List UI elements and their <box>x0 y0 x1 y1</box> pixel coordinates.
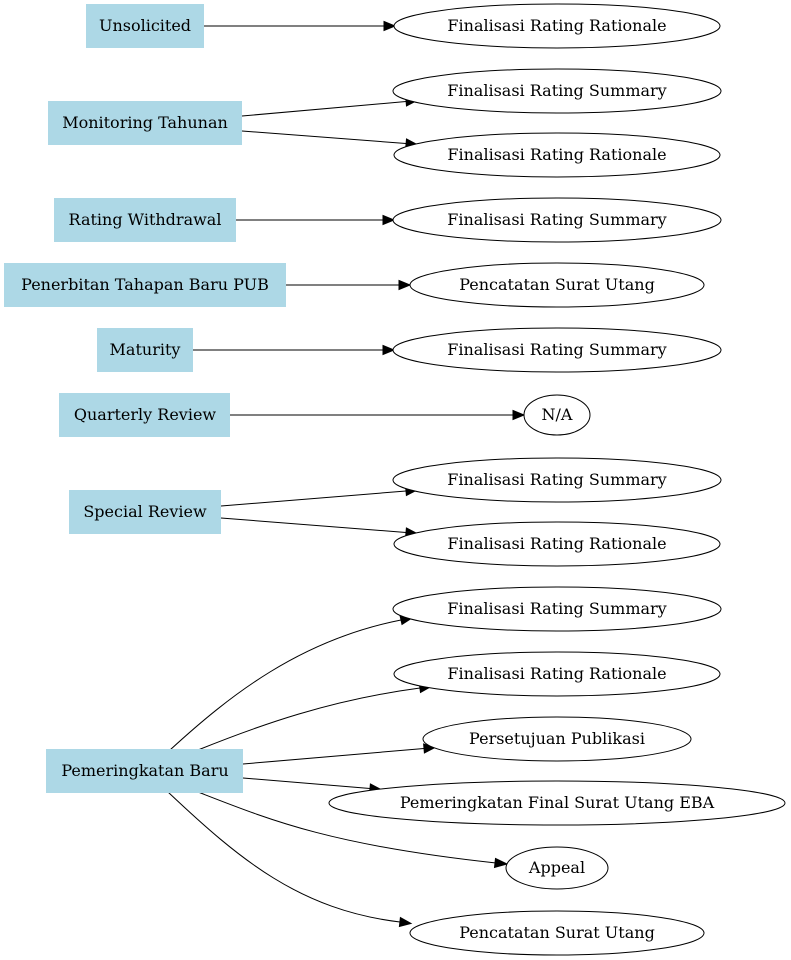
source-nodes: Unsolicited Monitoring Tahunan Rating Wi… <box>4 4 286 793</box>
edge-baru-t14 <box>197 791 497 864</box>
node-label: Pencatatan Surat Utang <box>459 923 655 942</box>
edge-baru-t15 <box>167 791 401 923</box>
node-label: Finalisasi Rating Rationale <box>447 664 666 683</box>
node-label: Finalisasi Rating Summary <box>447 81 666 100</box>
node-t14[interactable]: Appeal <box>505 846 609 890</box>
node-label: Appeal <box>528 858 585 877</box>
node-label: Finalisasi Rating Summary <box>447 340 666 359</box>
arrowhead <box>398 279 412 291</box>
node-t2[interactable]: Finalisasi Rating Summary <box>392 68 722 114</box>
node-t5[interactable]: Pencatatan Surat Utang <box>409 262 705 308</box>
node-label: Monitoring Tahunan <box>62 113 228 132</box>
arrowhead <box>382 214 396 226</box>
node-monitoring-tahunan[interactable]: Monitoring Tahunan <box>48 101 242 145</box>
node-pemeringkatan-baru[interactable]: Pemeringkatan Baru <box>46 749 243 793</box>
node-t11[interactable]: Finalisasi Rating Rationale <box>393 651 721 697</box>
node-label: Pemeringkatan Baru <box>61 761 228 780</box>
node-quarterly-review[interactable]: Quarterly Review <box>59 393 230 437</box>
node-t7[interactable]: N/A <box>523 394 591 436</box>
edge-special-t8 <box>220 490 407 507</box>
arrowhead <box>383 20 397 32</box>
node-label: Pemeringkatan Final Surat Utang EBA <box>400 793 715 812</box>
node-t8[interactable]: Finalisasi Rating Summary <box>392 457 722 503</box>
edge-special-t9 <box>220 517 407 533</box>
node-t13[interactable]: Pemeringkatan Final Surat Utang EBA <box>328 780 786 826</box>
node-label: Quarterly Review <box>74 405 217 424</box>
node-label: Pencatatan Surat Utang <box>459 275 655 294</box>
node-rating-withdrawal[interactable]: Rating Withdrawal <box>54 198 236 242</box>
node-special-review[interactable]: Special Review <box>69 490 221 534</box>
node-label: Special Review <box>83 502 207 521</box>
node-label: Finalisasi Rating Summary <box>447 599 666 618</box>
node-label: Finalisasi Rating Rationale <box>447 145 666 164</box>
edge-monitoring-t2 <box>241 101 407 117</box>
arrowhead <box>493 857 509 869</box>
arrowhead <box>382 344 396 356</box>
node-label: Finalisasi Rating Summary <box>447 210 666 229</box>
node-unsolicited[interactable]: Unsolicited <box>86 4 204 48</box>
node-label: Finalisasi Rating Rationale <box>447 16 666 35</box>
node-label: Unsolicited <box>99 16 191 35</box>
target-nodes: Finalisasi Rating Rationale Finalisasi R… <box>328 3 786 956</box>
node-t6[interactable]: Finalisasi Rating Summary <box>392 327 722 373</box>
node-label: Rating Withdrawal <box>69 210 222 229</box>
node-label: Finalisasi Rating Summary <box>447 470 666 489</box>
node-t4[interactable]: Finalisasi Rating Summary <box>392 197 722 243</box>
node-label: Persetujuan Publikasi <box>469 729 645 748</box>
node-penerbitan-pub[interactable]: Penerbitan Tahapan Baru PUB <box>4 263 286 307</box>
node-maturity[interactable]: Maturity <box>97 328 193 372</box>
edge-baru-t13 <box>242 777 371 789</box>
edge-baru-t12 <box>242 748 425 765</box>
node-t3[interactable]: Finalisasi Rating Rationale <box>393 132 721 178</box>
edge-baru-t11 <box>197 687 421 751</box>
node-t15[interactable]: Pencatatan Surat Utang <box>409 910 705 956</box>
edge-monitoring-t3 <box>241 130 407 144</box>
node-label: Penerbitan Tahapan Baru PUB <box>21 275 269 294</box>
node-label: Maturity <box>110 340 181 359</box>
node-t10[interactable]: Finalisasi Rating Summary <box>392 586 722 632</box>
node-label: N/A <box>542 405 573 424</box>
node-label: Finalisasi Rating Rationale <box>447 534 666 553</box>
node-t9[interactable]: Finalisasi Rating Rationale <box>393 521 721 567</box>
arrowhead <box>512 409 526 421</box>
arrowhead <box>398 916 413 928</box>
node-t1[interactable]: Finalisasi Rating Rationale <box>393 3 721 49</box>
edge-baru-t10 <box>169 619 402 751</box>
node-t12[interactable]: Persetujuan Publikasi <box>422 716 692 762</box>
